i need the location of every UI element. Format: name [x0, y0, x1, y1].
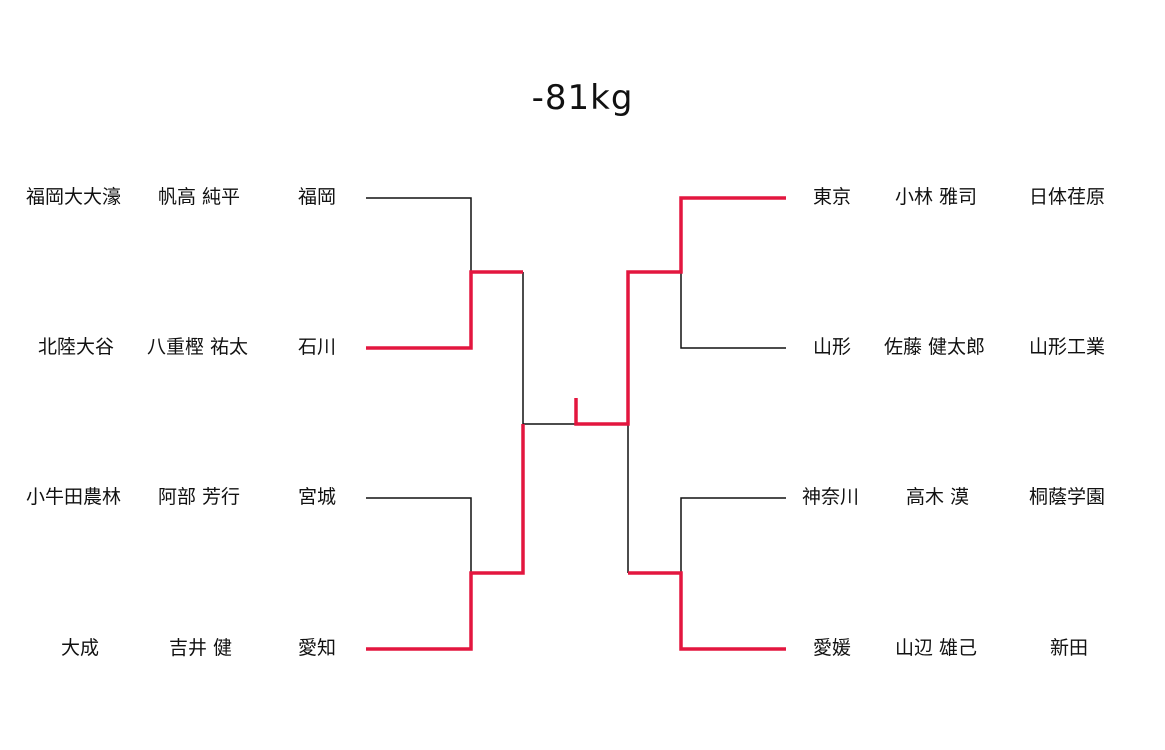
bracket-entry-left-2: 北陸大谷 八重樫 祐太 石川: [0, 332, 360, 362]
school-name: 大成: [61, 637, 100, 659]
bracket-entry-right-4: 愛媛 山辺 雄己 新田: [790, 633, 1165, 663]
bracket-entry-left-4: 大成 吉井 健 愛知: [0, 633, 360, 663]
school-name: 小牛田農林: [26, 486, 122, 508]
bracket-entry-right-2: 山形 佐藤 健太郎 山形工業: [790, 332, 1165, 362]
bracket-line-right-3: [680, 497, 786, 573]
prefecture-name: 東京: [813, 186, 852, 208]
winner-line-right-1: [574, 196, 786, 426]
bracket-line-left-3: [366, 497, 472, 573]
bracket-entry-right-3: 神奈川 高木 漠 桐蔭学園: [790, 482, 1165, 512]
athlete-name: 帆高 純平: [158, 186, 241, 208]
bracket-entry-right-1: 東京 小林 雅司 日体荏原: [790, 182, 1165, 212]
winner-line-right-4: [628, 571, 786, 651]
winner-line-left-2: [366, 270, 523, 350]
bracket-entry-left-1: 福岡大大濠 帆高 純平 福岡: [0, 182, 360, 212]
school-name: 新田: [1050, 637, 1089, 659]
bracket-line-left-semifinal: [522, 272, 576, 425]
weight-class-title: -81kg: [531, 78, 634, 118]
athlete-name: 八重樫 祐太: [147, 336, 249, 358]
prefecture-name: 神奈川: [802, 486, 860, 508]
athlete-name: 小林 雅司: [895, 186, 978, 208]
winner-line-left-4: [366, 424, 525, 651]
bracket-entry-left-3: 小牛田農林 阿部 芳行 宮城: [0, 482, 360, 512]
athlete-name: 吉井 健: [169, 637, 233, 659]
prefecture-name: 石川: [298, 336, 337, 358]
prefecture-name: 愛媛: [813, 637, 852, 659]
athlete-name: 山辺 雄己: [895, 637, 978, 659]
school-name: 北陸大谷: [38, 336, 115, 358]
bracket-line-left-1: [366, 197, 472, 272]
school-name: 福岡大大濠: [26, 186, 122, 208]
athlete-name: 阿部 芳行: [158, 486, 241, 508]
prefecture-name: 宮城: [298, 486, 337, 508]
bracket-line-right-2: [680, 272, 786, 349]
athlete-name: 佐藤 健太郎: [884, 336, 986, 358]
prefecture-name: 山形: [813, 336, 852, 358]
prefecture-name: 福岡: [298, 186, 337, 208]
prefecture-name: 愛知: [298, 637, 337, 659]
school-name: 桐蔭学園: [1029, 486, 1106, 508]
athlete-name: 高木 漠: [906, 486, 970, 508]
school-name: 山形工業: [1029, 336, 1106, 358]
school-name: 日体荏原: [1029, 186, 1106, 208]
